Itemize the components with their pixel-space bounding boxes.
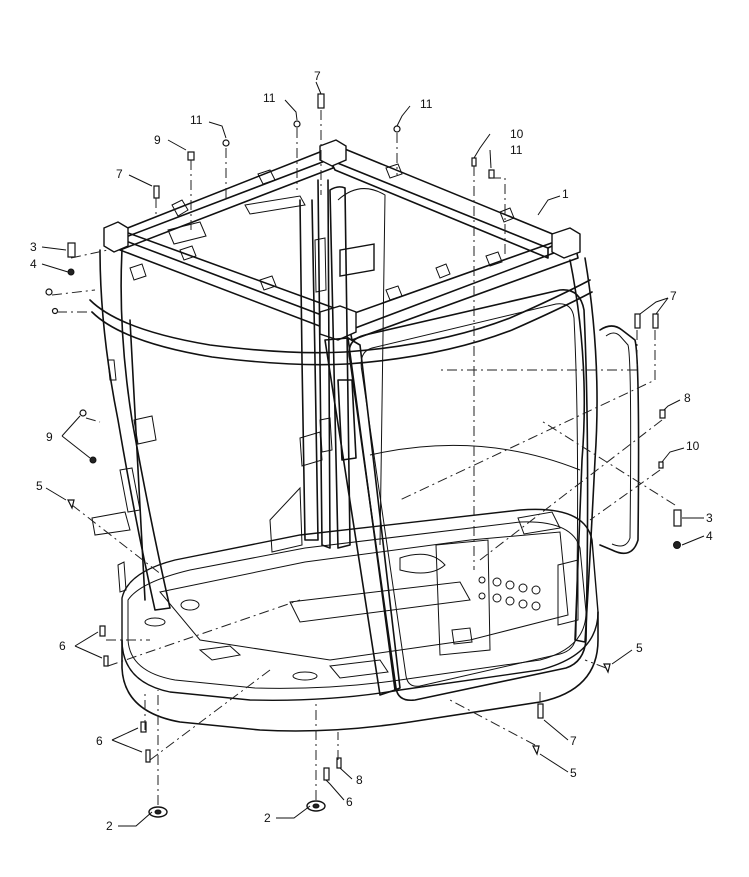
callout-4-left: 4 xyxy=(30,257,37,271)
callout-1-frame: 1 xyxy=(562,187,569,201)
callout-5-bottom-right: 5 xyxy=(570,766,577,780)
callout-3-right: 3 xyxy=(706,511,713,525)
callout-5-left: 5 xyxy=(36,479,43,493)
roll-cage-frame xyxy=(89,139,640,702)
callout-2-left: 2 xyxy=(106,819,113,833)
callout-10-roof: 10 xyxy=(510,127,524,141)
callout-6-left-lower: 6 xyxy=(96,734,103,748)
callout-11-roof-d: 11 xyxy=(510,143,523,157)
callout-6-center: 6 xyxy=(346,795,353,809)
callout-7-bottom-right: 7 xyxy=(570,734,577,748)
callout-7-top: 7 xyxy=(314,69,321,83)
cab-base-platform xyxy=(91,486,599,732)
callout-11-roof-a: 11 xyxy=(263,91,276,105)
callout-labels: 7 11 11 9 7 11 10 11 1 3 4 9 5 6 6 2 2 6… xyxy=(30,69,713,833)
callout-8-center: 8 xyxy=(356,773,363,787)
floor-hole-pattern xyxy=(478,576,541,611)
callout-7-roof-left: 7 xyxy=(116,167,123,181)
callout-7-right: 7 xyxy=(670,289,677,303)
callout-8-right: 8 xyxy=(684,391,691,405)
assembly-centerlines xyxy=(51,110,676,805)
callout-9-left: 9 xyxy=(46,430,53,444)
callout-9-roof: 9 xyxy=(154,133,161,147)
callout-6-left-upper: 6 xyxy=(59,639,66,653)
hardware-fasteners xyxy=(45,93,682,818)
callout-5-right: 5 xyxy=(636,641,643,655)
callout-11-roof-b: 11 xyxy=(190,113,203,127)
callout-2-center: 2 xyxy=(264,811,271,825)
callout-10-right: 10 xyxy=(686,439,700,453)
callout-11-roof-c: 11 xyxy=(420,97,433,111)
callout-4-right: 4 xyxy=(706,529,713,543)
callout-leaders xyxy=(41,81,705,827)
callout-3-left: 3 xyxy=(30,240,37,254)
